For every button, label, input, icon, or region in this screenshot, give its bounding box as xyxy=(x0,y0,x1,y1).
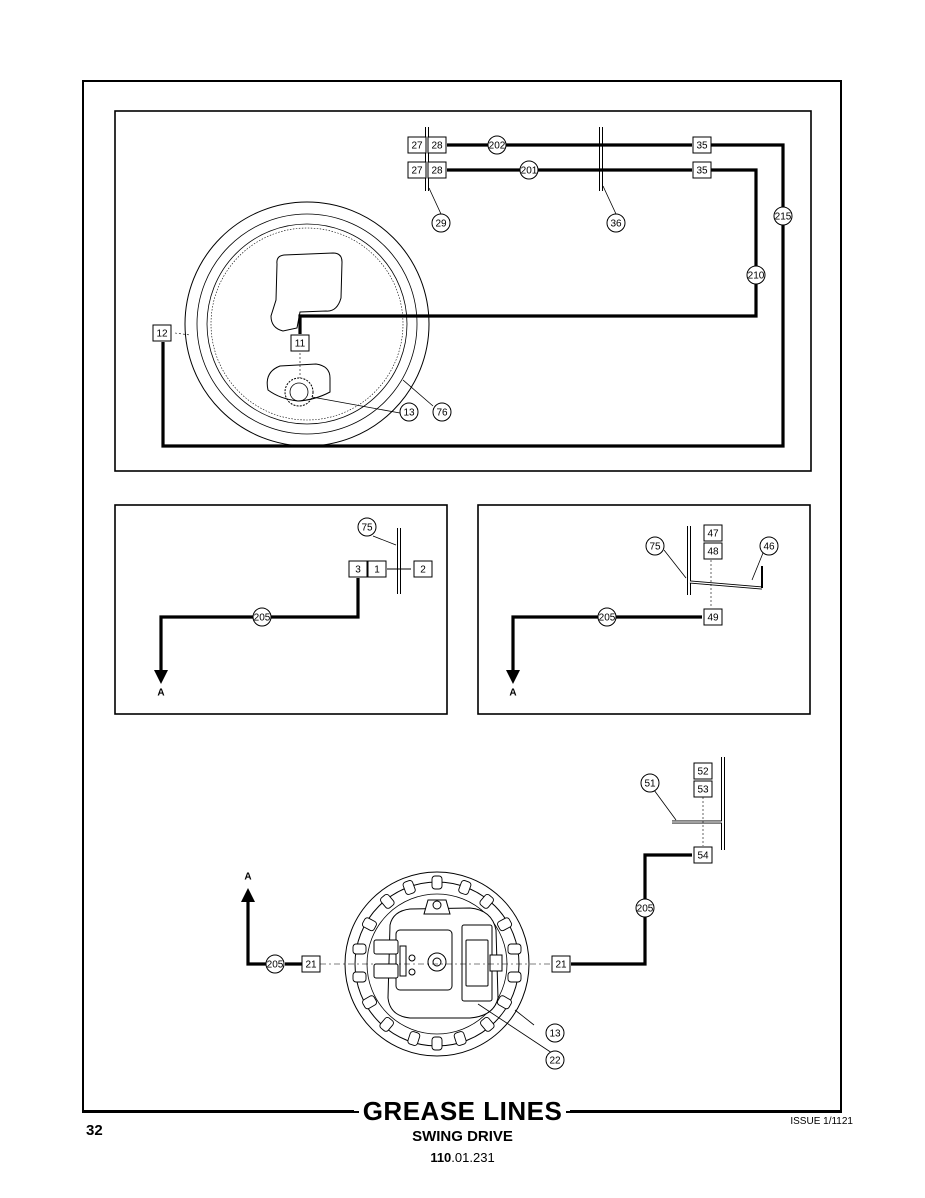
callout-circle: 22 xyxy=(545,1050,565,1070)
callout-label: 54 xyxy=(697,851,709,862)
callout-label: 48 xyxy=(707,547,719,558)
callout-box: 52 xyxy=(693,762,713,780)
callout-label: 51 xyxy=(644,779,656,790)
callout-label: 21 xyxy=(305,960,317,971)
callout-circle: 75 xyxy=(645,536,665,556)
callout-label: 2 xyxy=(420,565,426,576)
callout-circle: 202 xyxy=(487,135,507,155)
pinion-gear xyxy=(284,377,314,407)
page-title: GREASE LINES xyxy=(0,1096,925,1127)
middle-right-panel xyxy=(477,504,811,715)
slew-ring xyxy=(184,201,430,447)
callout-label: 35 xyxy=(696,166,708,177)
callout-circle: 36 xyxy=(606,213,626,233)
callout-box: 28 xyxy=(427,161,447,179)
callout-label: 13 xyxy=(549,1029,561,1040)
callout-label: 35 xyxy=(696,141,708,152)
arrow-label: A xyxy=(509,688,516,699)
callout-box: 11 xyxy=(290,334,310,352)
callout-label: 205 xyxy=(599,613,616,624)
callout-label: 75 xyxy=(361,523,373,534)
callout-box: 53 xyxy=(693,780,713,798)
page-subtitle: SWING DRIVE xyxy=(412,1128,513,1145)
callout-label: A xyxy=(509,688,516,699)
callout-label: 27 xyxy=(411,141,423,152)
callout-label: 52 xyxy=(697,767,709,778)
callout-label: 215 xyxy=(775,212,792,223)
callout-circle: 205 xyxy=(597,607,617,627)
callout-label: 28 xyxy=(431,166,443,177)
motor-bolts xyxy=(352,875,522,1051)
callout-label: 27 xyxy=(411,166,423,177)
ring-cutout-lower xyxy=(266,363,331,402)
callout-label: 205 xyxy=(267,960,284,971)
callout-box: 1 xyxy=(367,560,387,578)
callout-label: 11 xyxy=(295,339,306,350)
callout-label: 205 xyxy=(254,613,271,624)
callout-box: 49 xyxy=(703,608,723,626)
grease-lines-top xyxy=(161,143,785,448)
callout-box: 48 xyxy=(703,542,723,560)
callout-circle: 46 xyxy=(759,536,779,556)
document-code: 110.01.231 xyxy=(430,1150,495,1165)
callout-label: 202 xyxy=(489,141,506,152)
callout-label: 201 xyxy=(521,166,538,177)
issue-number: ISSUE 1/1121 xyxy=(790,1116,853,1127)
callout-circle: 51 xyxy=(640,773,660,793)
callout-box: 35 xyxy=(692,136,712,154)
callout-box: 28 xyxy=(427,136,447,154)
top-panel xyxy=(114,110,812,472)
callout-label: 205 xyxy=(637,904,654,915)
callout-box: 27 xyxy=(407,161,427,179)
ring-cutout-upper xyxy=(270,252,343,332)
callout-box: 3 xyxy=(348,560,368,578)
callout-label: 36 xyxy=(610,219,622,230)
callout-label: 210 xyxy=(748,271,765,282)
callout-circle: 210 xyxy=(746,265,766,285)
callout-label: 21 xyxy=(555,960,567,971)
callout-circle: 13 xyxy=(399,402,419,422)
callout-box: 2 xyxy=(413,560,433,578)
callout-label: A xyxy=(157,688,164,699)
callout-box: 27 xyxy=(407,136,427,154)
motor-body xyxy=(373,899,503,1019)
callout-label: 76 xyxy=(436,408,448,419)
callout-box: 21 xyxy=(301,955,321,973)
callout-label: 75 xyxy=(649,542,661,553)
callout-circle: 205 xyxy=(265,954,285,974)
callout-circle: 29 xyxy=(431,213,451,233)
callout-circle: 205 xyxy=(635,898,655,918)
callout-circle: 205 xyxy=(252,607,272,627)
callout-circle: 75 xyxy=(357,517,377,537)
callout-label: 1 xyxy=(374,565,380,576)
callout-circle: 201 xyxy=(519,160,539,180)
callout-label: 13 xyxy=(403,408,415,419)
callout-label: 22 xyxy=(549,1056,561,1067)
callout-label: 53 xyxy=(697,785,709,796)
callout-label: 46 xyxy=(763,542,775,553)
arrow-label: A xyxy=(157,688,164,699)
callout-label: 3 xyxy=(355,565,361,576)
arrow-label: A xyxy=(244,872,251,883)
callout-box: 21 xyxy=(551,955,571,973)
page-number: 32 xyxy=(86,1122,103,1139)
callout-box: 35 xyxy=(692,161,712,179)
callout-box: 54 xyxy=(693,846,713,864)
callout-circle: 13 xyxy=(545,1023,565,1043)
callout-label: 47 xyxy=(707,529,719,540)
callout-label: 29 xyxy=(435,219,447,230)
callout-label: 49 xyxy=(707,613,719,624)
callout-box: 12 xyxy=(152,324,172,342)
callout-circle: 215 xyxy=(773,206,793,226)
callout-label: 28 xyxy=(431,141,443,152)
middle-left-panel xyxy=(114,504,448,715)
callout-label: 12 xyxy=(156,329,168,340)
callout-label: A xyxy=(244,872,251,883)
callout-box: 47 xyxy=(703,524,723,542)
callout-circle: 76 xyxy=(432,402,452,422)
